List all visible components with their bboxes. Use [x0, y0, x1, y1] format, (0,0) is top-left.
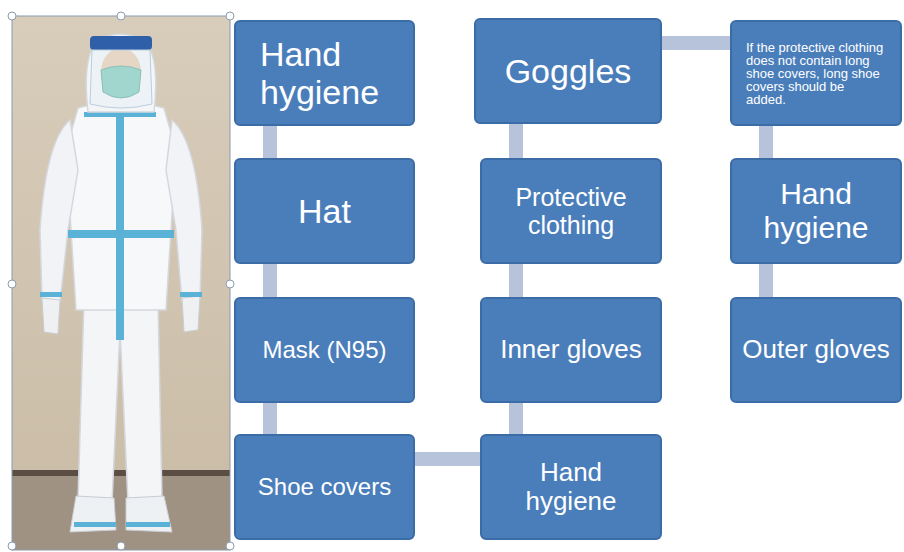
- process-box: If the protective clothing does not cont…: [730, 20, 902, 126]
- box-label: Hand hygiene: [492, 458, 650, 516]
- photo-skirting: [12, 470, 230, 476]
- selection-handle: [226, 280, 234, 288]
- box-label: Hand hygiene: [260, 35, 389, 111]
- cuff-tape: [180, 292, 202, 297]
- glove: [182, 296, 200, 332]
- selection-handle: [226, 12, 234, 20]
- suit-hood: [86, 34, 156, 112]
- box-label: If the protective clothing does not cont…: [746, 41, 886, 106]
- selection-handle: [8, 12, 16, 20]
- suit-arm: [40, 120, 78, 302]
- process-box: Goggles: [474, 18, 662, 124]
- connector-bar: [509, 403, 523, 434]
- process-box: Hat: [234, 158, 415, 264]
- box-label: Shoe covers: [244, 474, 405, 501]
- shoe-cover: [70, 496, 116, 532]
- zip-tape: [116, 110, 124, 340]
- face-shield: [90, 50, 152, 108]
- shoe-tape: [126, 522, 170, 527]
- connector-bar: [662, 36, 730, 50]
- box-label: Goggles: [486, 52, 650, 90]
- selection-handle: [8, 280, 16, 288]
- process-box: Hand hygiene: [730, 158, 902, 264]
- box-label: Hand hygiene: [742, 177, 890, 244]
- selection-handle: [226, 542, 234, 550]
- box-label: Mask (N95): [244, 337, 405, 364]
- face-shield-band: [90, 36, 152, 50]
- connector-bar: [509, 264, 523, 297]
- photo-floor: [12, 470, 230, 550]
- glove: [42, 298, 60, 334]
- process-box: Shoe covers: [234, 434, 415, 540]
- connector-bar: [263, 264, 277, 297]
- shoe-cover: [126, 496, 172, 532]
- connector-bar: [415, 452, 480, 466]
- shoe-tape: [74, 522, 116, 527]
- selection-handle: [117, 542, 125, 550]
- suit-arm: [166, 120, 202, 302]
- box-label: Outer gloves: [742, 335, 890, 364]
- selection-border: [12, 16, 230, 550]
- connector-bar: [759, 126, 773, 158]
- box-label: Protective clothing: [490, 183, 652, 239]
- connector-bar: [263, 126, 277, 158]
- selection-handle: [117, 12, 125, 20]
- process-box: Hand hygiene: [480, 434, 662, 540]
- cuff-tape: [40, 292, 62, 297]
- selection-frame: [8, 12, 234, 550]
- ppe-figure: [40, 34, 202, 532]
- connector-bar: [263, 403, 277, 434]
- process-box: Hand hygiene: [234, 20, 415, 126]
- selection-handle: [8, 542, 16, 550]
- box-label: Inner gloves: [492, 335, 650, 364]
- process-box: Inner gloves: [480, 297, 662, 403]
- process-box: Mask (N95): [234, 297, 415, 403]
- box-label: Hat: [246, 192, 403, 230]
- process-box: Outer gloves: [730, 297, 902, 403]
- process-box: Protective clothing: [480, 158, 662, 264]
- belt-tape: [68, 230, 174, 238]
- connector-bar: [509, 124, 523, 158]
- photo-background: [12, 16, 230, 550]
- connector-bar: [759, 264, 773, 297]
